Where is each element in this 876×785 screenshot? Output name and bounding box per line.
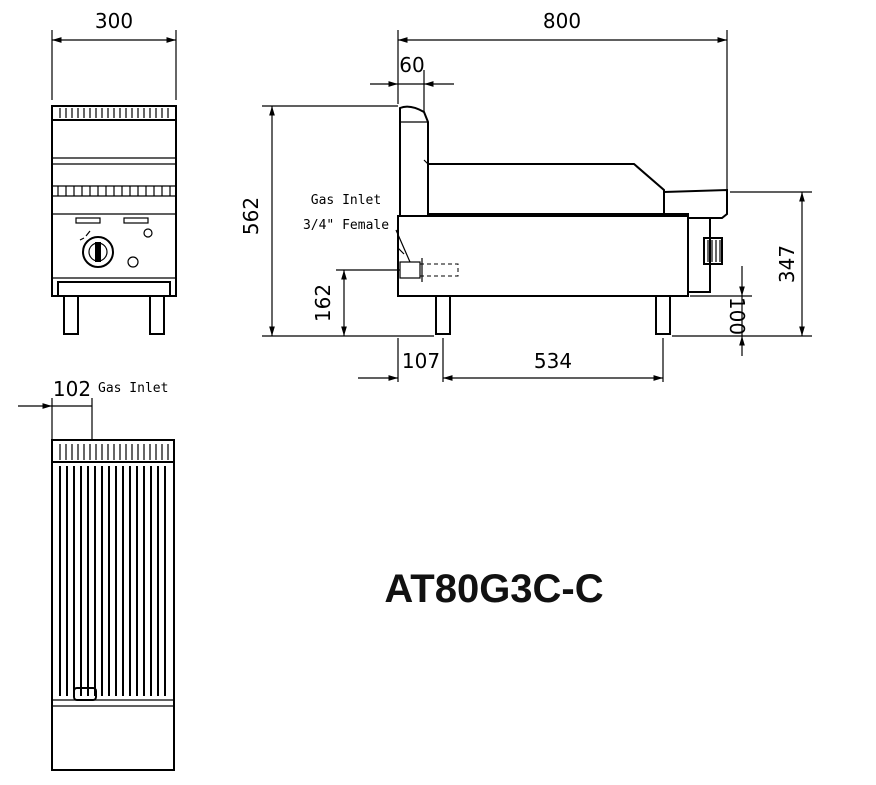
gas-inlet-note-title: Gas Inlet <box>311 193 381 208</box>
control-knob <box>82 236 114 268</box>
dim-back-lip: 60 <box>399 53 424 77</box>
top-view: 102 Gas Inlet <box>18 377 175 771</box>
dim-body-height: 347 <box>775 245 799 283</box>
dim-inlet-front: 107 <box>402 349 440 373</box>
model-title: AT80G3C-C <box>384 567 603 611</box>
side-view: 800 60 562 162 <box>239 9 812 382</box>
dim-inlet-height: 162 <box>311 284 335 322</box>
dim-inlet-side: 102 <box>53 377 91 401</box>
dim-leg-spacing: 534 <box>534 349 572 373</box>
top-grate-ticks <box>59 444 169 460</box>
gas-inlet-top-note: Gas Inlet <box>98 381 168 396</box>
front-lower-grate <box>57 186 171 196</box>
front-grate-ticks <box>59 108 169 118</box>
front-view: 300 <box>51 9 177 335</box>
burner-valve-icon <box>703 237 723 265</box>
dim-depth: 800 <box>543 9 581 33</box>
dim-leg-height: 100 <box>725 297 749 335</box>
grill-bars <box>59 466 166 696</box>
dim-total-height: 562 <box>239 197 263 235</box>
dim-width: 300 <box>95 9 133 33</box>
gas-inlet-note-spec: 3/4" Female <box>303 218 389 233</box>
